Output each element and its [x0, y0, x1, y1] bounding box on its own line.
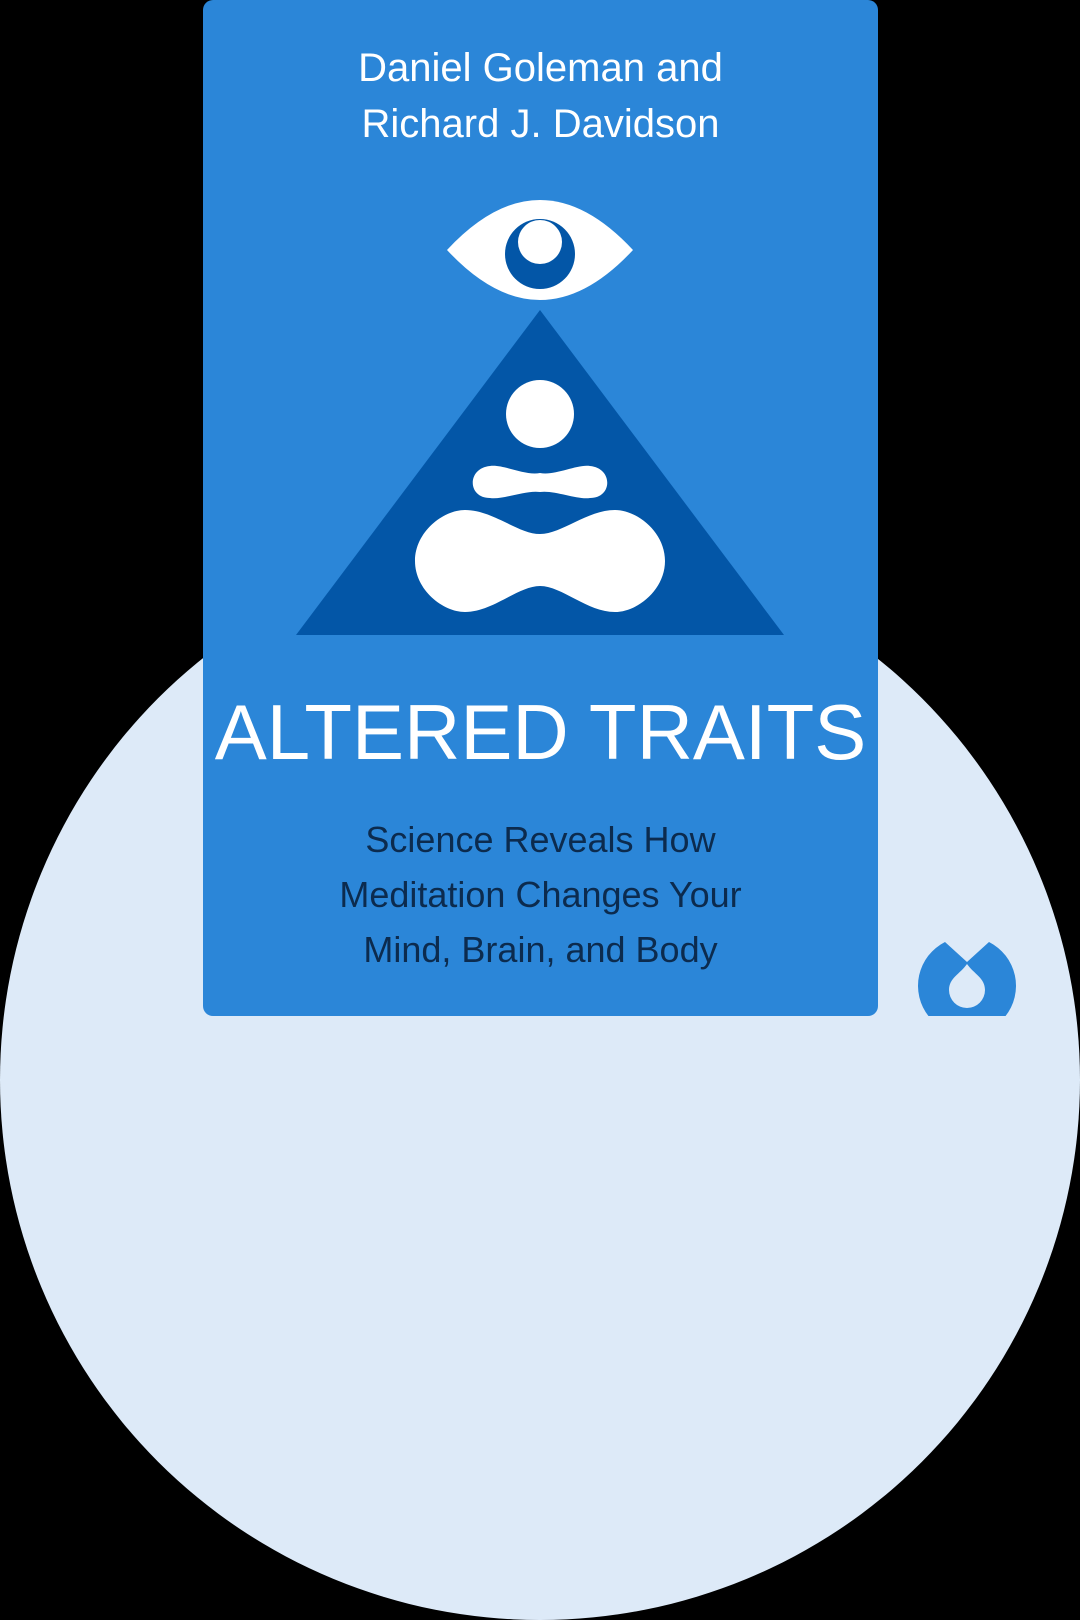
meditating-figure-icon: [415, 380, 665, 612]
author-line: Richard J. Davidson: [361, 102, 720, 146]
subtitle-line: Mind, Brain, and Body: [363, 929, 718, 970]
cover-illustration: [296, 200, 784, 635]
book-title: ALTERED TRAITS: [214, 688, 867, 776]
book-authors: Daniel Goleman and Richard J. Davidson: [203, 40, 878, 152]
subtitle-line: Meditation Changes Your: [339, 874, 742, 915]
blinkist-logo-icon: [918, 942, 1016, 1016]
author-line: Daniel Goleman and: [358, 46, 723, 90]
subtitle-line: Science Reveals How: [365, 819, 716, 860]
book-cover: Daniel Goleman and Richard J. Davidson A…: [203, 0, 878, 1016]
triangle-shape: [296, 310, 784, 635]
eye-icon: [447, 200, 633, 300]
book-subtitle: Science Reveals How Meditation Changes Y…: [203, 812, 878, 977]
